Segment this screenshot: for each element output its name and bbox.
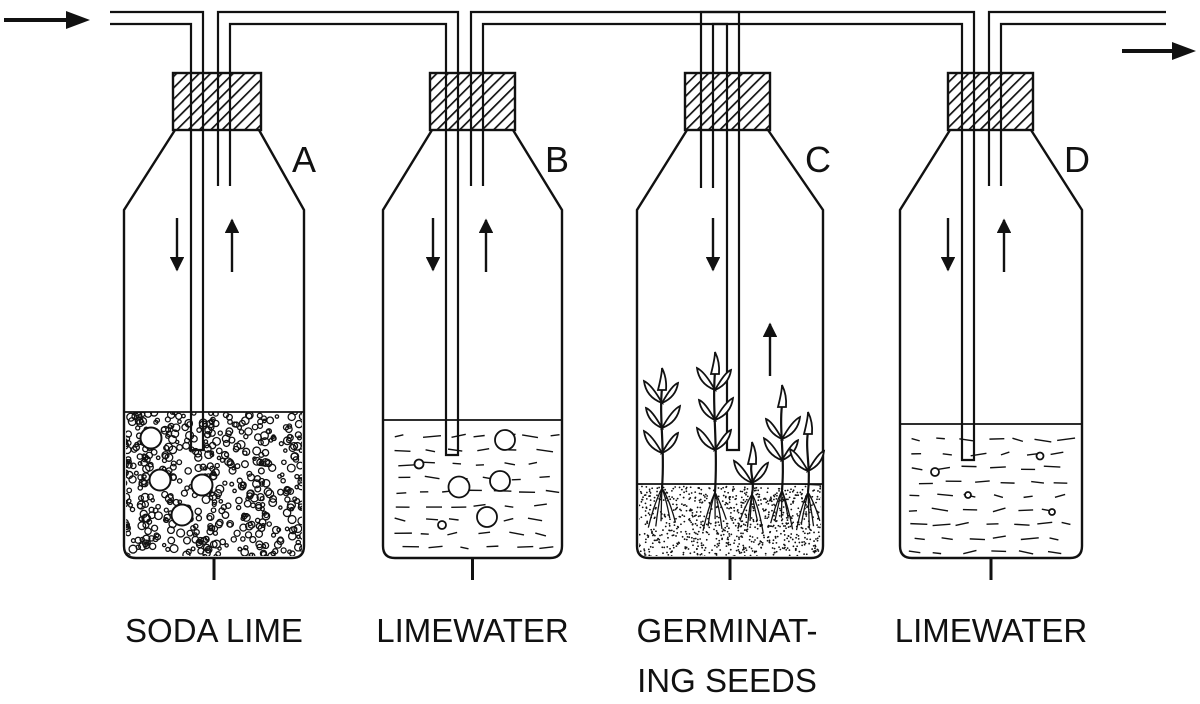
limewater-contents: [394, 429, 560, 550]
inlet-tube: [110, 10, 205, 73]
bottle-letter-d: D: [1064, 139, 1090, 180]
short-tube: [987, 130, 1003, 186]
outlet-tube: [987, 10, 1166, 73]
connector-tube: [469, 10, 741, 73]
short-tube: [699, 130, 715, 188]
connector-tube: [699, 10, 976, 73]
bottle-b: [381, 71, 564, 580]
bottle-label-a: SODA LIME: [125, 612, 303, 649]
bottle-c: [635, 71, 826, 580]
long-tube: [960, 130, 976, 462]
bottle-outline: [381, 129, 564, 560]
tubing-layer: [110, 10, 1166, 130]
seedling-icon: [642, 367, 682, 528]
bottles-layer: [122, 71, 1084, 580]
bottle-d: [898, 71, 1084, 580]
bottle-label-c: GERMINAT-: [637, 612, 818, 649]
short-tube: [216, 130, 232, 186]
bottle-label-c: ING SEEDS: [637, 662, 817, 699]
limewater-contents: [908, 437, 1076, 555]
hatched-stopper-icon: [946, 71, 1035, 132]
bottle-outline: [898, 129, 1084, 560]
hatched-stopper-icon: [428, 71, 517, 132]
seedling-icon: [695, 351, 735, 531]
bottle-letter-a: A: [292, 139, 316, 180]
soda-lime-contents: [126, 412, 302, 556]
bottle-a: [122, 71, 306, 580]
labels-layer: A SODA LIME B LIMEWATER C GERMINAT- ING SEEDS D…: [125, 139, 1090, 699]
bottle-letter-b: B: [545, 139, 569, 180]
seedling-icon: [762, 384, 802, 530]
inlet-arrow-icon: [4, 11, 90, 29]
connector-tube: [216, 10, 460, 73]
bottle-label-d: LIMEWATER: [895, 612, 1088, 649]
short-tube: [469, 130, 485, 186]
outlet-arrow-icon: [1122, 42, 1196, 60]
long-tube: [725, 130, 741, 452]
long-tube: [444, 130, 460, 457]
bottle-label-b: LIMEWATER: [376, 612, 569, 649]
seedling-icon: [788, 411, 826, 531]
bottle-letter-c: C: [805, 139, 831, 180]
seedling-icon: [732, 441, 770, 534]
long-tube: [189, 130, 205, 452]
